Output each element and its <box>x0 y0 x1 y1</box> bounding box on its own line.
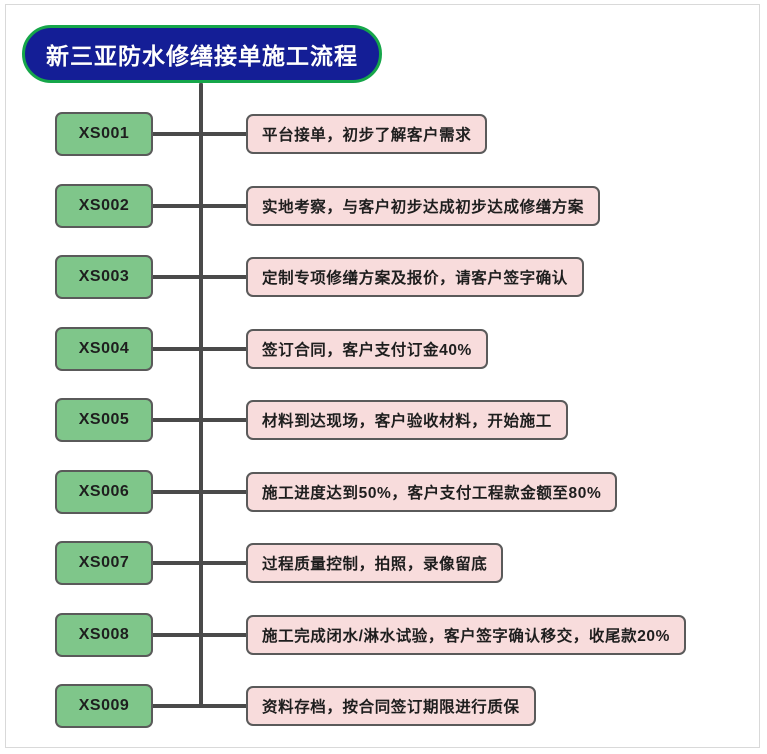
step-code-box[interactable]: XS005 <box>55 398 153 442</box>
flowchart-row: XS001 平台接单，初步了解客户需求 <box>0 112 767 156</box>
step-description-box[interactable]: 签订合同，客户支付订金40% <box>246 328 488 369</box>
step-description-box[interactable]: 定制专项修缮方案及报价，请客户签字确认 <box>246 257 584 297</box>
flowchart-row: XS005 材料到达现场，客户验收材料，开始施工 <box>0 398 767 442</box>
step-code-box[interactable]: XS001 <box>55 112 153 156</box>
flowchart-row: XS002 实地考察，与客户初步达成初步达成修缮方案 <box>0 183 767 228</box>
horizontal-connector <box>153 418 246 422</box>
flowchart-row: XS007 过程质量控制，拍照，录像留底 <box>0 541 767 585</box>
flowchart-row: XS004 签订合同，客户支付订金40% <box>0 326 767 371</box>
step-description-box[interactable]: 施工进度达到50%，客户支付工程款金额至80% <box>246 471 618 512</box>
step-description-box[interactable]: 材料到达现场，客户验收材料，开始施工 <box>246 400 568 440</box>
step-code-box[interactable]: XS008 <box>55 612 153 657</box>
step-description-box[interactable]: 施工完成闭水/淋水试验，客户签字确认移交，收尾款20% <box>246 614 687 655</box>
horizontal-connector <box>153 632 246 637</box>
step-description-box[interactable]: 过程质量控制，拍照，录像留底 <box>246 543 504 583</box>
flowchart-title: 新三亚防水修缮接单施工流程 <box>22 25 382 83</box>
horizontal-connector <box>153 704 246 708</box>
horizontal-connector <box>153 203 246 208</box>
flowchart-row: XS003 定制专项修缮方案及报价，请客户签字确认 <box>0 255 767 299</box>
horizontal-connector <box>153 561 246 565</box>
horizontal-connector <box>153 346 246 351</box>
step-description-box[interactable]: 实地考察，与客户初步达成初步达成修缮方案 <box>246 185 601 226</box>
step-description-box[interactable]: 资料存档，按合同签订期限进行质保 <box>246 686 536 726</box>
step-code-box[interactable]: XS006 <box>55 469 153 514</box>
flowchart-title-text: 新三亚防水修缮接单施工流程 <box>46 43 358 69</box>
vertical-trunk-connector <box>199 83 203 706</box>
step-code-box[interactable]: XS009 <box>55 684 153 728</box>
flowchart-row: XS009 资料存档，按合同签订期限进行质保 <box>0 684 767 728</box>
flowchart-row: XS006 施工进度达到50%，客户支付工程款金额至80% <box>0 469 767 514</box>
step-code-box[interactable]: XS007 <box>55 541 153 585</box>
step-description-box[interactable]: 平台接单，初步了解客户需求 <box>246 114 488 154</box>
horizontal-connector <box>153 275 246 279</box>
step-code-box[interactable]: XS004 <box>55 326 153 371</box>
horizontal-connector <box>153 489 246 494</box>
step-code-box[interactable]: XS003 <box>55 255 153 299</box>
flowchart-row: XS008 施工完成闭水/淋水试验，客户签字确认移交，收尾款20% <box>0 612 767 657</box>
horizontal-connector <box>153 132 246 136</box>
step-code-box[interactable]: XS002 <box>55 183 153 228</box>
